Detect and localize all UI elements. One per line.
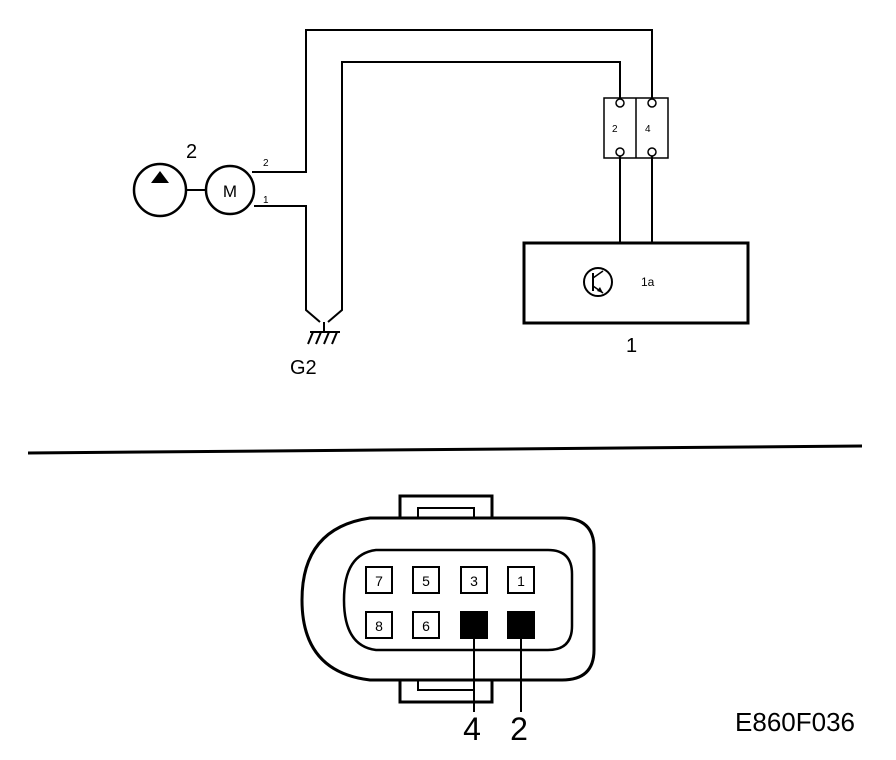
cavity-5 <box>412 566 440 594</box>
wire-pin-2 <box>327 61 621 323</box>
cavity-8 <box>365 611 393 639</box>
motor-pin-2-label: 2 <box>263 158 269 169</box>
cavity-number: 8 <box>375 618 383 634</box>
callout-leaders <box>473 638 522 712</box>
ground-icon <box>307 322 340 345</box>
fuel-pump-symbol <box>132 162 188 218</box>
cavity-number: 7 <box>375 573 383 589</box>
cavity-numbers: 7 5 3 1 8 6 <box>375 573 525 634</box>
cavity-6 <box>412 611 440 639</box>
cavity-number: 5 <box>422 573 430 589</box>
cavity-7 <box>365 566 393 594</box>
cavity-row-top <box>365 566 535 594</box>
connector-pin-2-label: 2 <box>612 124 618 135</box>
ground-label: G2 <box>290 357 317 379</box>
cavity-2-used <box>507 611 535 639</box>
cavity-number: 3 <box>470 573 478 589</box>
wire-pin-4 <box>252 29 653 173</box>
connector-face-view <box>300 494 596 704</box>
inline-connector <box>603 97 669 159</box>
figure-code: E860F036 <box>735 707 855 737</box>
pump-arrow-icon <box>151 171 169 183</box>
cavity-3 <box>460 566 488 594</box>
control-module <box>522 241 750 325</box>
transistor-icon <box>583 267 613 297</box>
cavity-4-used <box>460 611 488 639</box>
motor-pin-1-label: 1 <box>263 195 269 206</box>
cavity-number: 6 <box>422 618 430 634</box>
wire-pin-1-ground <box>254 205 321 323</box>
cavity-1 <box>507 566 535 594</box>
pump-label: 2 <box>186 141 197 163</box>
schematic: 2 M 2 1 G2 <box>132 29 750 379</box>
module-inner-label: 1a <box>641 275 655 289</box>
motor-symbol <box>204 164 256 216</box>
callout-pin-2: 2 <box>510 711 528 747</box>
module-label: 1 <box>626 335 637 357</box>
callout-pin-4: 4 <box>463 711 481 747</box>
cavity-row-bottom <box>365 611 535 639</box>
motor-label: M <box>223 182 237 201</box>
cavity-number: 1 <box>517 573 525 589</box>
connector-pin-4-label: 4 <box>645 124 651 135</box>
section-divider <box>27 444 863 455</box>
